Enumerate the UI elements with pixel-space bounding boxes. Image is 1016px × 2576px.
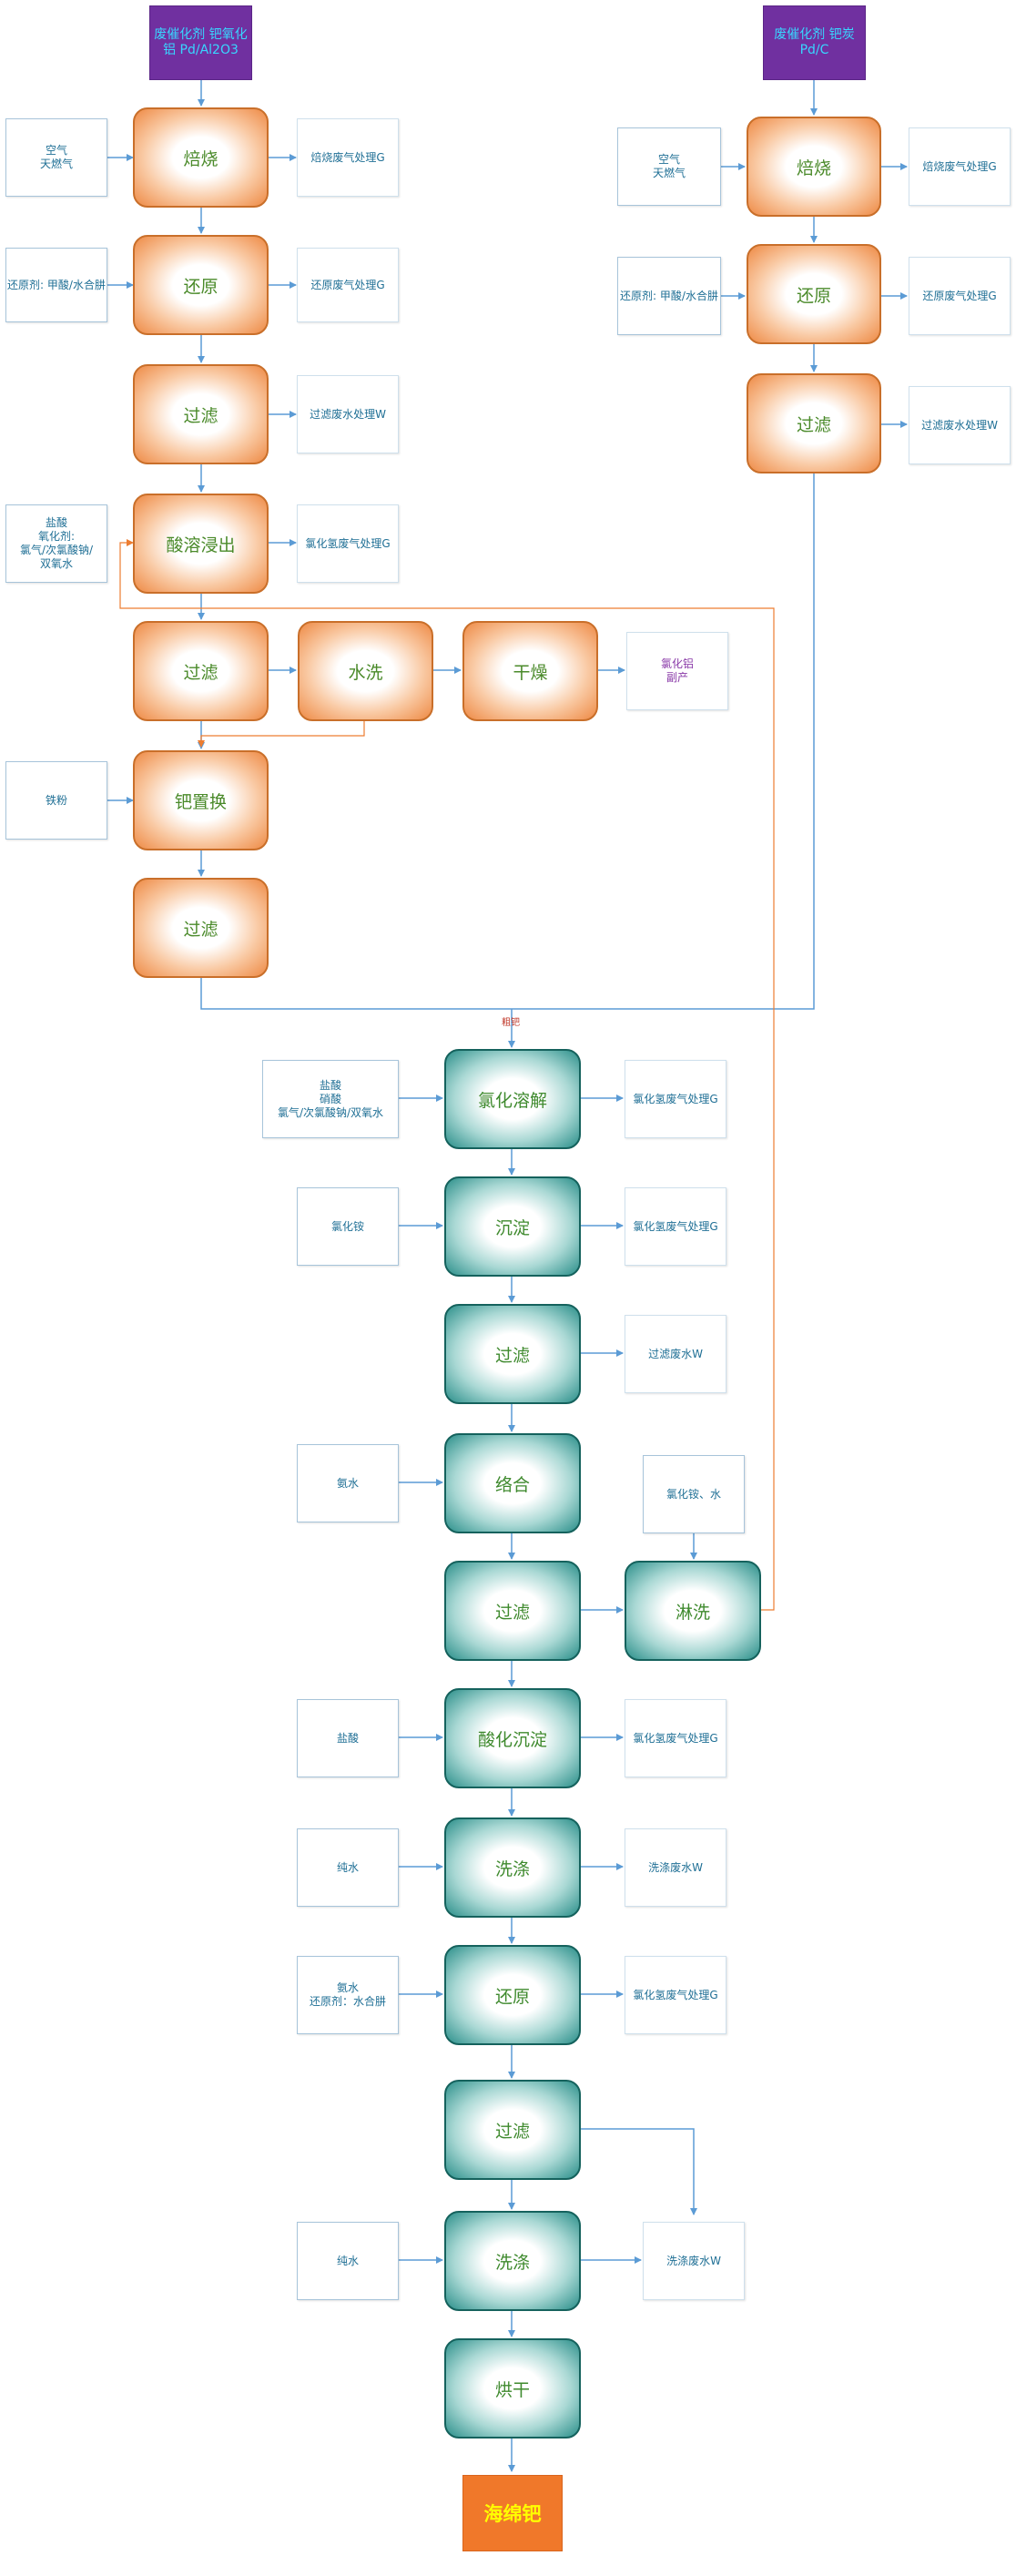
step-pd-replacement: 钯置换 bbox=[133, 750, 269, 850]
input-pure-water-1: 纯水 bbox=[297, 1828, 399, 1907]
step-filter-main-3: 过滤 bbox=[444, 2080, 581, 2180]
step-filter-left-3: 过滤 bbox=[133, 878, 269, 978]
input-reductant-left: 还原剂: 甲酸/水合肼 bbox=[5, 248, 107, 322]
step-roast-right: 焙烧 bbox=[747, 117, 881, 217]
step-reduce-main: 还原 bbox=[444, 1945, 581, 2045]
input-ammonia-hydrazine: 氨水 还原剂：水合肼 bbox=[297, 1956, 399, 2034]
input-rinse-reagents: 氯化铵、水 bbox=[643, 1455, 745, 1533]
step-wash-main-1: 洗涤 bbox=[444, 1817, 581, 1918]
step-reduce-right: 还原 bbox=[747, 244, 881, 344]
step-acid-precipitate: 酸化沉淀 bbox=[444, 1688, 581, 1788]
merge-label-crude-pd: 粗钯 bbox=[502, 1018, 520, 1028]
input-iron-powder: 铁粉 bbox=[5, 761, 107, 840]
output-reduce-gas-right: 还原废气处理G bbox=[909, 257, 1011, 335]
step-filter-left-2: 过滤 bbox=[133, 621, 269, 721]
input-air-gas-right: 空气 天燃气 bbox=[617, 127, 721, 206]
step-wash-main-2: 洗涤 bbox=[444, 2211, 581, 2311]
product-sponge-pd: 海绵钯 bbox=[462, 2475, 563, 2551]
output-hcl-gas-main-4: 氯化氢废气处理G bbox=[625, 1956, 726, 2034]
output-wash-water-main-2: 洗涤废水W bbox=[643, 2222, 745, 2300]
output-filter-water-left: 过滤废水处理W bbox=[297, 375, 399, 453]
input-acid-oxidant: 盐酸 氧化剂: 氯气/次氯酸钠/ 双氧水 bbox=[5, 504, 107, 583]
input-pure-water-2: 纯水 bbox=[297, 2222, 399, 2300]
step-precipitate: 沉淀 bbox=[444, 1176, 581, 1277]
step-filter-left-1: 过滤 bbox=[133, 364, 269, 464]
step-dry-left: 干燥 bbox=[462, 621, 598, 721]
step-reduce-left: 还原 bbox=[133, 235, 269, 335]
step-rinse: 淋洗 bbox=[625, 1561, 761, 1661]
output-filter-water-right: 过滤废水处理W bbox=[909, 386, 1011, 464]
step-complexation: 络合 bbox=[444, 1433, 581, 1533]
output-roast-gas-right: 焙烧废气处理G bbox=[909, 127, 1011, 206]
output-hcl-gas-main-2: 氯化氢废气处理G bbox=[625, 1187, 726, 1266]
source-pd-carbon: 废催化剂 钯炭 Pd/C bbox=[763, 5, 866, 80]
output-hcl-gas-main-3: 氯化氢废气处理G bbox=[625, 1699, 726, 1777]
step-chlorination-dissolve: 氯化溶解 bbox=[444, 1049, 581, 1149]
step-water-wash: 水洗 bbox=[298, 621, 433, 721]
output-hcl-gas-main-1: 氯化氢废气处理G bbox=[625, 1060, 726, 1138]
step-filter-main-1: 过滤 bbox=[444, 1304, 581, 1404]
input-reductant-right: 还原剂: 甲酸/水合肼 bbox=[617, 257, 721, 335]
step-filter-right: 过滤 bbox=[747, 373, 881, 473]
output-alcl3-byproduct: 氯化铝 副产 bbox=[626, 632, 728, 710]
output-roast-gas-left: 焙烧废气处理G bbox=[297, 118, 399, 197]
source-pd-alumina: 废催化剂 钯氧化铝 Pd/Al2O3 bbox=[149, 5, 252, 80]
output-wash-water-main-1: 洗涤废水W bbox=[625, 1828, 726, 1907]
input-ammonia: 氨水 bbox=[297, 1444, 399, 1522]
output-hcl-gas-left: 氯化氢废气处理G bbox=[297, 504, 399, 583]
input-air-gas-left: 空气 天燃气 bbox=[5, 118, 107, 197]
input-ammonium-chloride: 氯化铵 bbox=[297, 1187, 399, 1266]
step-roast-left: 焙烧 bbox=[133, 107, 269, 208]
output-reduce-gas-left: 还原废气处理G bbox=[297, 248, 399, 322]
step-acid-leach: 酸溶浸出 bbox=[133, 494, 269, 594]
output-filter-water-main: 过滤废水W bbox=[625, 1315, 726, 1393]
step-dry-main: 烘干 bbox=[444, 2338, 581, 2439]
input-chlorination-reagents: 盐酸 硝酸 氯气/次氯酸钠/双氧水 bbox=[262, 1060, 399, 1138]
input-hcl: 盐酸 bbox=[297, 1699, 399, 1777]
step-filter-main-2: 过滤 bbox=[444, 1561, 581, 1661]
